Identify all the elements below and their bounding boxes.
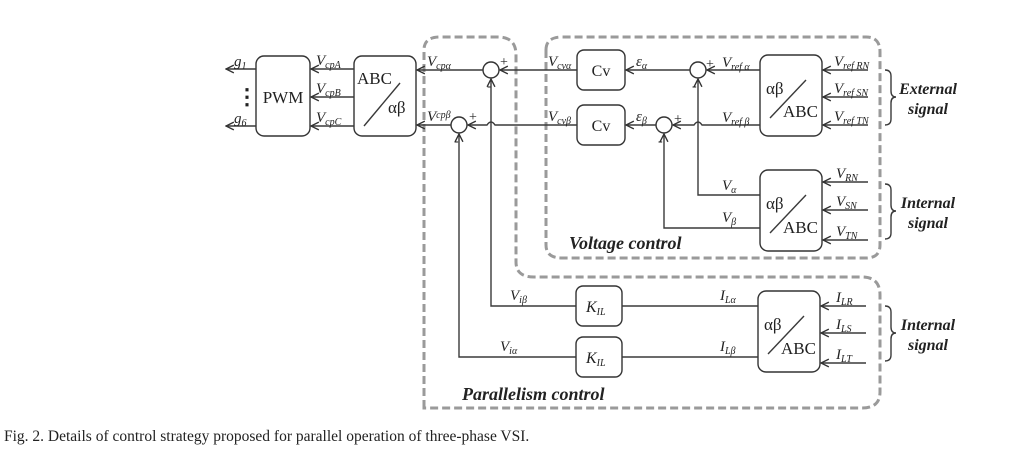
vcv-alpha-label: Vcvα — [548, 54, 572, 72]
abc-label: ABC — [781, 339, 816, 358]
external-signal-brace — [884, 69, 897, 126]
v-rn-label: VRN — [836, 166, 859, 184]
cv-label: Cv — [592, 63, 611, 80]
parallelism-control-label: Parallelism control — [461, 384, 605, 404]
abc-to-alphabeta-block — [353, 55, 417, 137]
error-alpha-label: εα — [636, 54, 648, 72]
v-beta-label: Vβ — [722, 210, 736, 228]
v-sn-label: VSN — [836, 194, 858, 212]
sum-junction-error-alpha — [689, 61, 707, 79]
abc-label: ABC — [783, 102, 818, 121]
i-l-alpha-label: ILα — [719, 288, 737, 306]
kil-label: KIL — [585, 350, 606, 369]
vref-sn-label: Vref SN — [834, 81, 869, 99]
v-tn-label: VTN — [836, 224, 859, 242]
divider-slash — [767, 315, 805, 355]
divider-slash — [769, 194, 807, 234]
vcpB-label: VcpB — [316, 81, 341, 99]
external-signal-label: External — [898, 81, 957, 98]
plus-sign: + — [500, 55, 508, 70]
vcpA-label: VcpA — [316, 53, 342, 71]
internal-signal-label: signal — [907, 215, 949, 232]
sum-junction-error-beta — [655, 116, 673, 134]
internal-signal-current-brace — [884, 305, 897, 362]
vref-rn-label: Vref RN — [834, 54, 871, 72]
figure-caption: Fig. 2. Details of control strategy prop… — [4, 428, 530, 445]
v-i-beta-feedback — [491, 79, 576, 307]
i-lr-label: ILR — [835, 290, 853, 308]
kil-block-beta — [575, 336, 623, 378]
voltage-control-label: Voltage control — [569, 233, 682, 253]
sum-junction-cp-beta — [450, 116, 468, 134]
internal-signal-label: signal — [907, 337, 949, 354]
vcp-beta-label: Vcpβ — [427, 109, 451, 125]
alphabeta-label: αβ — [388, 98, 406, 117]
kil-block-alpha — [575, 285, 623, 327]
vref-tn-label: Vref TN — [834, 109, 870, 127]
alphabeta-label: αβ — [766, 194, 784, 213]
abc-label: ABC — [783, 218, 818, 237]
error-beta-label: εβ — [636, 109, 647, 127]
alphabeta-label: αβ — [766, 79, 784, 98]
pwm-label: PWM — [263, 88, 304, 107]
i-l-beta-label: ILβ — [719, 339, 736, 357]
alphabeta-label: αβ — [764, 315, 782, 334]
vref-alpha-label: Vref α — [722, 55, 750, 73]
ellipsis-dots: ⋮ — [236, 84, 258, 109]
kil-label: KIL — [585, 299, 606, 318]
cv-label: Cv — [592, 118, 611, 135]
vcv-beta-label: Vcvβ — [548, 109, 571, 127]
internal-signal-label: Internal — [900, 195, 956, 212]
divider-slash — [769, 79, 807, 119]
internal-signal-label: Internal — [900, 317, 956, 334]
i-ls-label: ILS — [835, 317, 852, 335]
vcpC-label: VcpC — [316, 110, 342, 128]
pwm-block — [255, 55, 311, 137]
i-lt-label: ILT — [835, 347, 853, 365]
divider-slash — [363, 82, 401, 127]
plus-sign: + — [469, 110, 477, 125]
v-alpha-label: Vα — [722, 178, 737, 196]
v-i-alpha-label: Viα — [500, 339, 518, 357]
g1-label: g1 — [234, 54, 247, 72]
minus-sign: - — [692, 79, 697, 94]
plus-sign: + — [674, 112, 682, 127]
sum-junction-cp-alpha — [482, 61, 500, 79]
v-i-beta-label: Viβ — [510, 288, 527, 306]
v-alpha-feedback — [698, 79, 760, 196]
vcp-alpha-label: Vcpα — [427, 54, 452, 72]
v-i-alpha-feedback — [459, 134, 576, 358]
minus-sign: - — [454, 134, 459, 149]
internal-signal-voltage-brace — [884, 183, 897, 240]
vref-beta-label: Vref β — [722, 110, 749, 128]
voltage-control-region — [544, 35, 882, 260]
abc-label: ABC — [357, 69, 392, 88]
plus-sign: + — [706, 57, 714, 72]
external-signal-label: signal — [907, 101, 949, 118]
g6-label: g6 — [234, 111, 247, 129]
minus-sign: - — [658, 134, 663, 149]
v-beta-feedback — [664, 134, 760, 229]
parallelism-control-region — [422, 35, 882, 410]
